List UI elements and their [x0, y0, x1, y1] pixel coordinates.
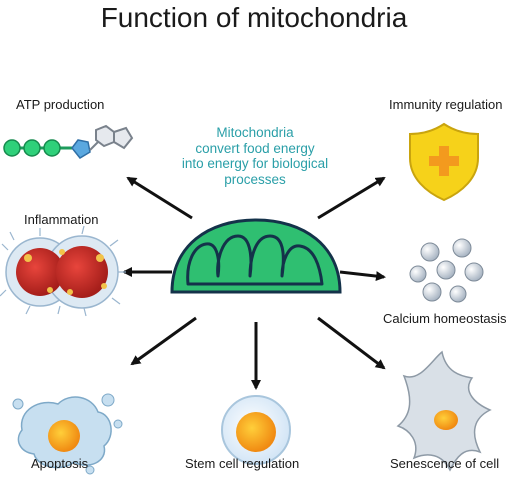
- label-senescence-of-cell: Senescence of cell: [390, 456, 499, 471]
- calcium-spheres-icon: [409, 238, 484, 303]
- shield-icon: [409, 122, 479, 202]
- arrow-immunity: [317, 176, 386, 220]
- atp-molecule-icon: [3, 124, 134, 159]
- senescent-cell-icon: [396, 350, 492, 472]
- arrow-senescence: [317, 316, 386, 370]
- label-apoptosis: Apoptosis: [31, 456, 89, 471]
- label-immunity-regulation: Immunity regulation: [389, 97, 502, 112]
- inflammation-cells-icon: [0, 225, 126, 317]
- stem-cell-icon: [221, 395, 291, 465]
- apoptosis-cell-icon: [12, 393, 123, 475]
- arrows: [122, 176, 386, 390]
- caption-line-2: convert food energy: [195, 140, 315, 156]
- arrow-calcium: [339, 270, 386, 282]
- label-calcium-homeostasis: Calcium homeostasis: [383, 311, 507, 326]
- center-caption: Mitochondria convert food energy into en…: [150, 125, 360, 187]
- label-stem-cell-regulation: Stem cell regulation: [185, 456, 299, 471]
- mitochondrion-icon: [170, 218, 342, 294]
- caption-line-4: processes: [224, 171, 286, 187]
- page-title: Function of mitochondria: [100, 2, 408, 33]
- arrow-apoptosis: [130, 316, 197, 366]
- label-atp-production: ATP production: [16, 97, 104, 112]
- label-inflammation: Inflammation: [24, 212, 98, 227]
- arrow-atp: [126, 176, 193, 220]
- caption-line-1: Mitochondria: [216, 125, 294, 140]
- caption-line-3: into energy for biological: [181, 156, 329, 171]
